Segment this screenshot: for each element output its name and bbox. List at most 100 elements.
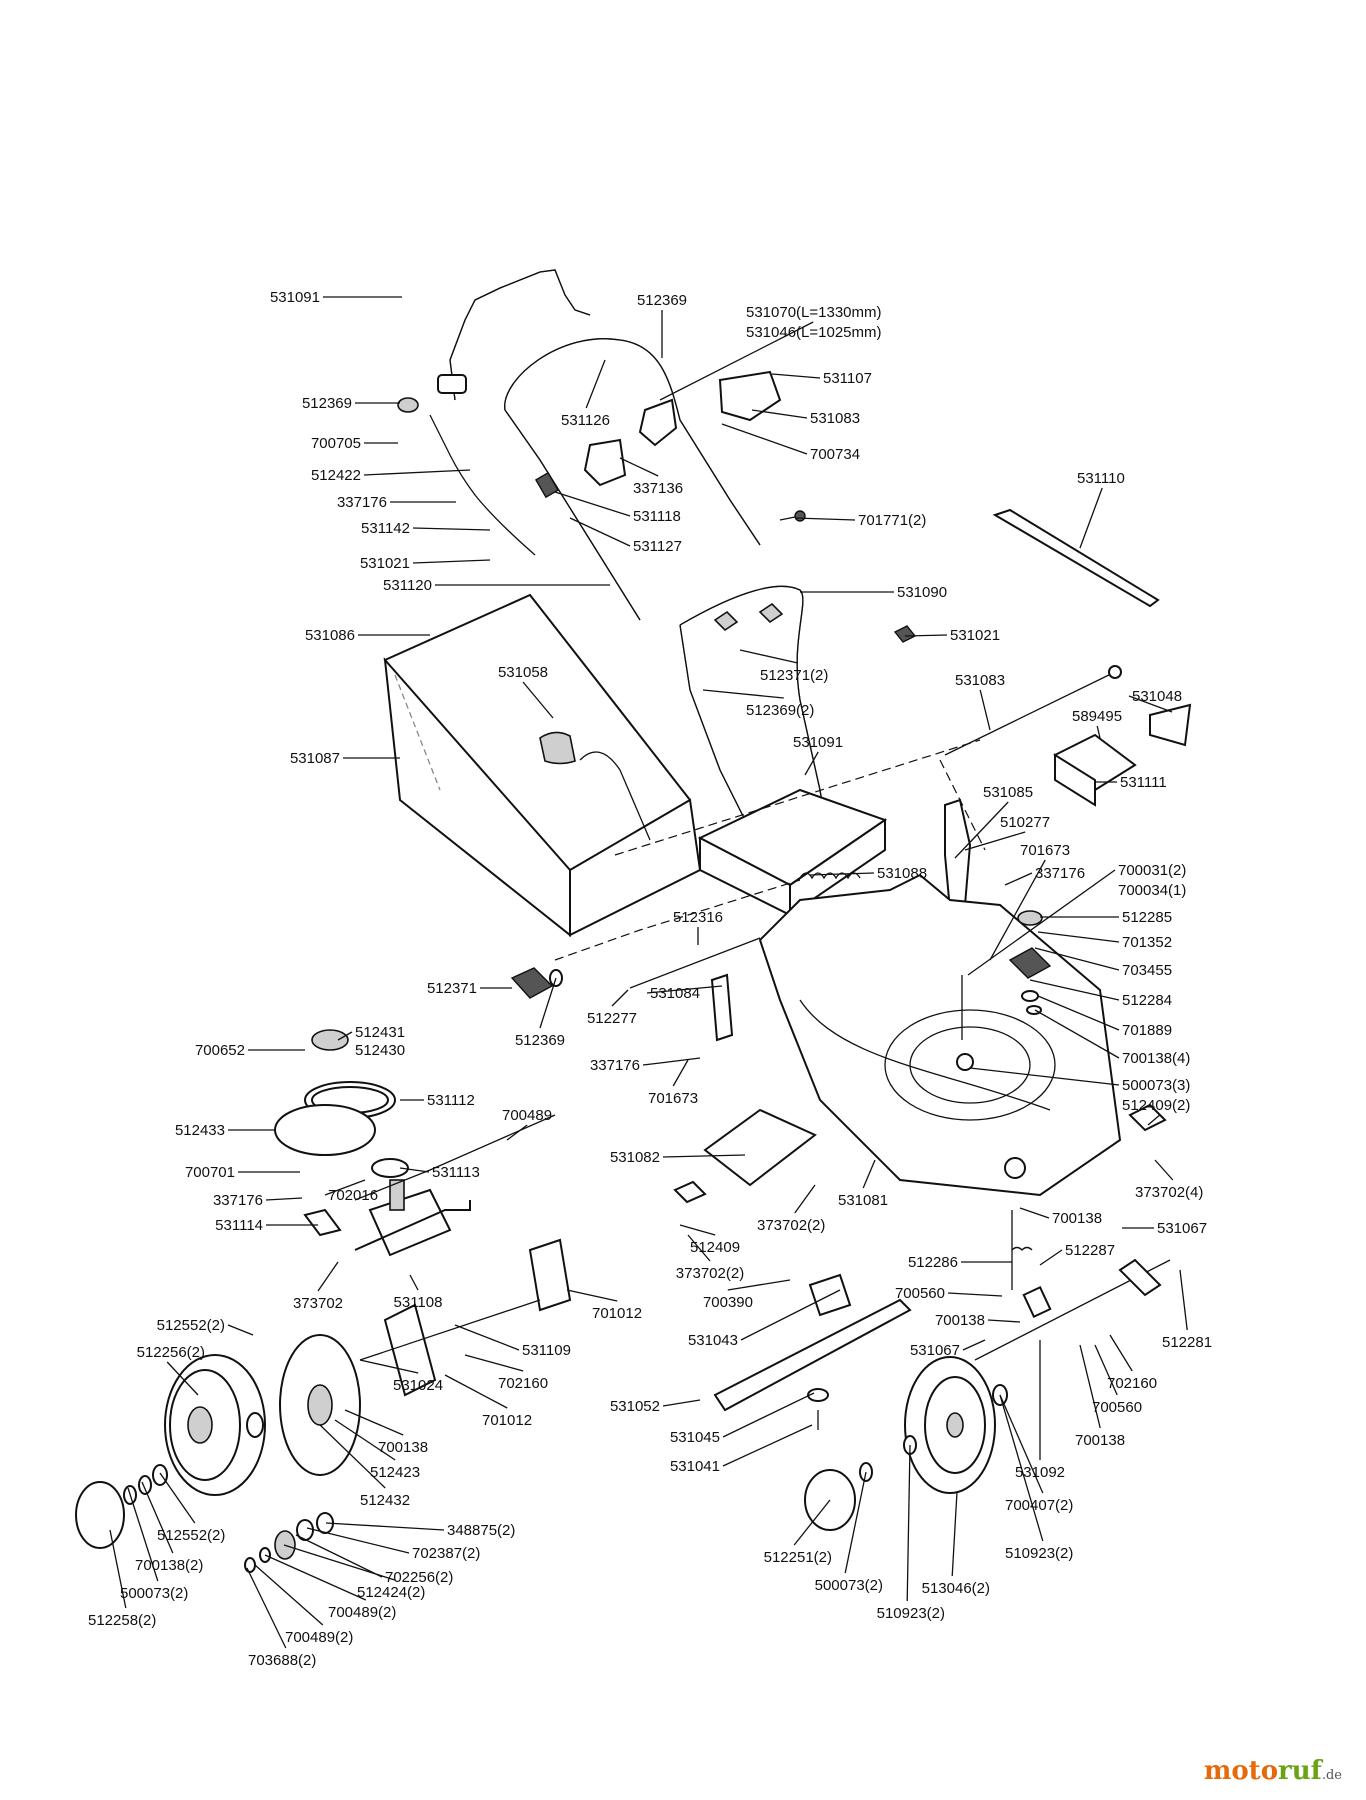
part-label: 700138(4) — [1122, 1050, 1190, 1067]
part-label: 700489(2) — [285, 1629, 353, 1646]
part-label: 512284 — [1122, 992, 1172, 1009]
leader-line — [646, 985, 723, 994]
part-label: 701673 — [1020, 842, 1070, 859]
part-label: 701352 — [1122, 934, 1172, 951]
part-label: 500073(2) — [120, 1585, 188, 1602]
part-label: 512371 — [427, 980, 477, 997]
part-label: 700031(2) — [1118, 862, 1186, 879]
leader-line — [159, 1472, 196, 1524]
part-label: 512277 — [587, 1010, 637, 1027]
leader-line — [619, 457, 659, 477]
leader-line — [1004, 872, 1033, 886]
leader-line — [947, 1292, 1003, 1297]
part-label: 348875(2) — [447, 1522, 515, 1539]
part-label: 702160 — [1107, 1375, 1157, 1392]
leader-line — [1128, 695, 1173, 713]
part-label: 702016 — [328, 1187, 378, 1204]
part-label: 531127 — [633, 538, 682, 555]
part-label: 700138 — [378, 1439, 428, 1456]
part-label: 512369 — [302, 395, 352, 412]
leader-line — [254, 1564, 324, 1626]
part-label: 531021 — [950, 627, 1000, 644]
part-label: 531021 — [360, 555, 410, 572]
leader-line — [999, 1394, 1044, 1542]
part-label: 531114 — [215, 1217, 263, 1234]
part-label: 531081 — [838, 1192, 888, 1209]
part-label: 337176 — [337, 494, 387, 511]
leader-line — [1034, 1009, 1120, 1059]
leader-line — [412, 527, 491, 531]
part-label: 531084 — [650, 985, 700, 1002]
part-label: 512424(2) — [357, 1584, 425, 1601]
part-label: 702387(2) — [412, 1545, 480, 1562]
leader-line — [317, 1261, 339, 1292]
part-label: 531108 — [394, 1294, 443, 1311]
part-label: 531091 — [793, 734, 843, 751]
part-label: 531086 — [305, 627, 355, 644]
part-label: 531092 — [1015, 1464, 1065, 1481]
part-label: 700701 — [185, 1164, 235, 1181]
leader-line — [1109, 1334, 1133, 1372]
leader-line — [1039, 1249, 1063, 1266]
part-label: 700560 — [1092, 1399, 1142, 1416]
part-label: 531052 — [610, 1398, 660, 1415]
leader-line — [306, 1527, 410, 1554]
part-label: 701771(2) — [858, 512, 926, 529]
part-label: 700734 — [810, 446, 860, 463]
part-label: 337176 — [1035, 865, 1085, 882]
part-label: 531067 — [1157, 1220, 1207, 1237]
part-label: 700489(2) — [328, 1604, 396, 1621]
part-label: 703455 — [1122, 962, 1172, 979]
leader-line — [721, 423, 808, 455]
part-label: 531142 — [361, 520, 410, 537]
part-label: 512552(2) — [157, 1527, 225, 1544]
part-label: 531043 — [688, 1332, 738, 1349]
leader-line — [227, 1324, 254, 1336]
leader-line — [727, 1279, 791, 1291]
leader-line — [794, 1184, 816, 1214]
part-label: 531110 — [1077, 470, 1125, 487]
part-label: 589495 — [1072, 708, 1122, 725]
part-label: 512316 — [673, 909, 723, 926]
part-label: 531112 — [427, 1092, 475, 1109]
part-label: 531048 — [1132, 688, 1182, 705]
part-label: 700652 — [195, 1042, 245, 1059]
part-label: 703688(2) — [248, 1652, 316, 1669]
part-label: 531088 — [877, 865, 927, 882]
part-label: 500073(3) — [1122, 1077, 1190, 1094]
leader-line — [325, 1522, 445, 1531]
leader-line — [1154, 1159, 1174, 1181]
leader-line — [359, 1359, 419, 1374]
leader-line — [722, 1424, 813, 1467]
leader-line — [539, 977, 557, 1029]
part-label: 510923(2) — [877, 1605, 945, 1622]
part-label: 373702 — [293, 1295, 343, 1312]
part-label: 700489 — [502, 1107, 552, 1124]
leader-line — [1019, 1207, 1050, 1219]
watermark-suffix: .de — [1321, 1768, 1342, 1783]
leader-line — [659, 321, 814, 401]
part-label: 701012 — [592, 1305, 642, 1322]
leader-line — [979, 689, 991, 731]
part-label: 500073(2) — [815, 1577, 883, 1594]
part-label: 512431 — [355, 1024, 405, 1041]
part-label: 512258(2) — [88, 1612, 156, 1629]
part-label: 512432 — [360, 1492, 410, 1509]
leader-line — [141, 1481, 174, 1554]
leader-line — [862, 1159, 876, 1189]
leader-line — [662, 1154, 746, 1158]
leader-line — [412, 559, 491, 564]
part-label: 701673 — [648, 1090, 698, 1107]
leader-line — [409, 1274, 419, 1291]
leader-line — [809, 872, 875, 876]
leader-line — [1037, 995, 1120, 1031]
leader-line — [1179, 1269, 1188, 1331]
part-label: 337136 — [633, 480, 683, 497]
part-label: 531083 — [955, 672, 1005, 689]
leader-line — [794, 517, 856, 521]
leader-line — [554, 491, 631, 517]
leader-line — [246, 1567, 287, 1649]
leader-line — [804, 751, 819, 776]
leader-line — [611, 989, 629, 1007]
